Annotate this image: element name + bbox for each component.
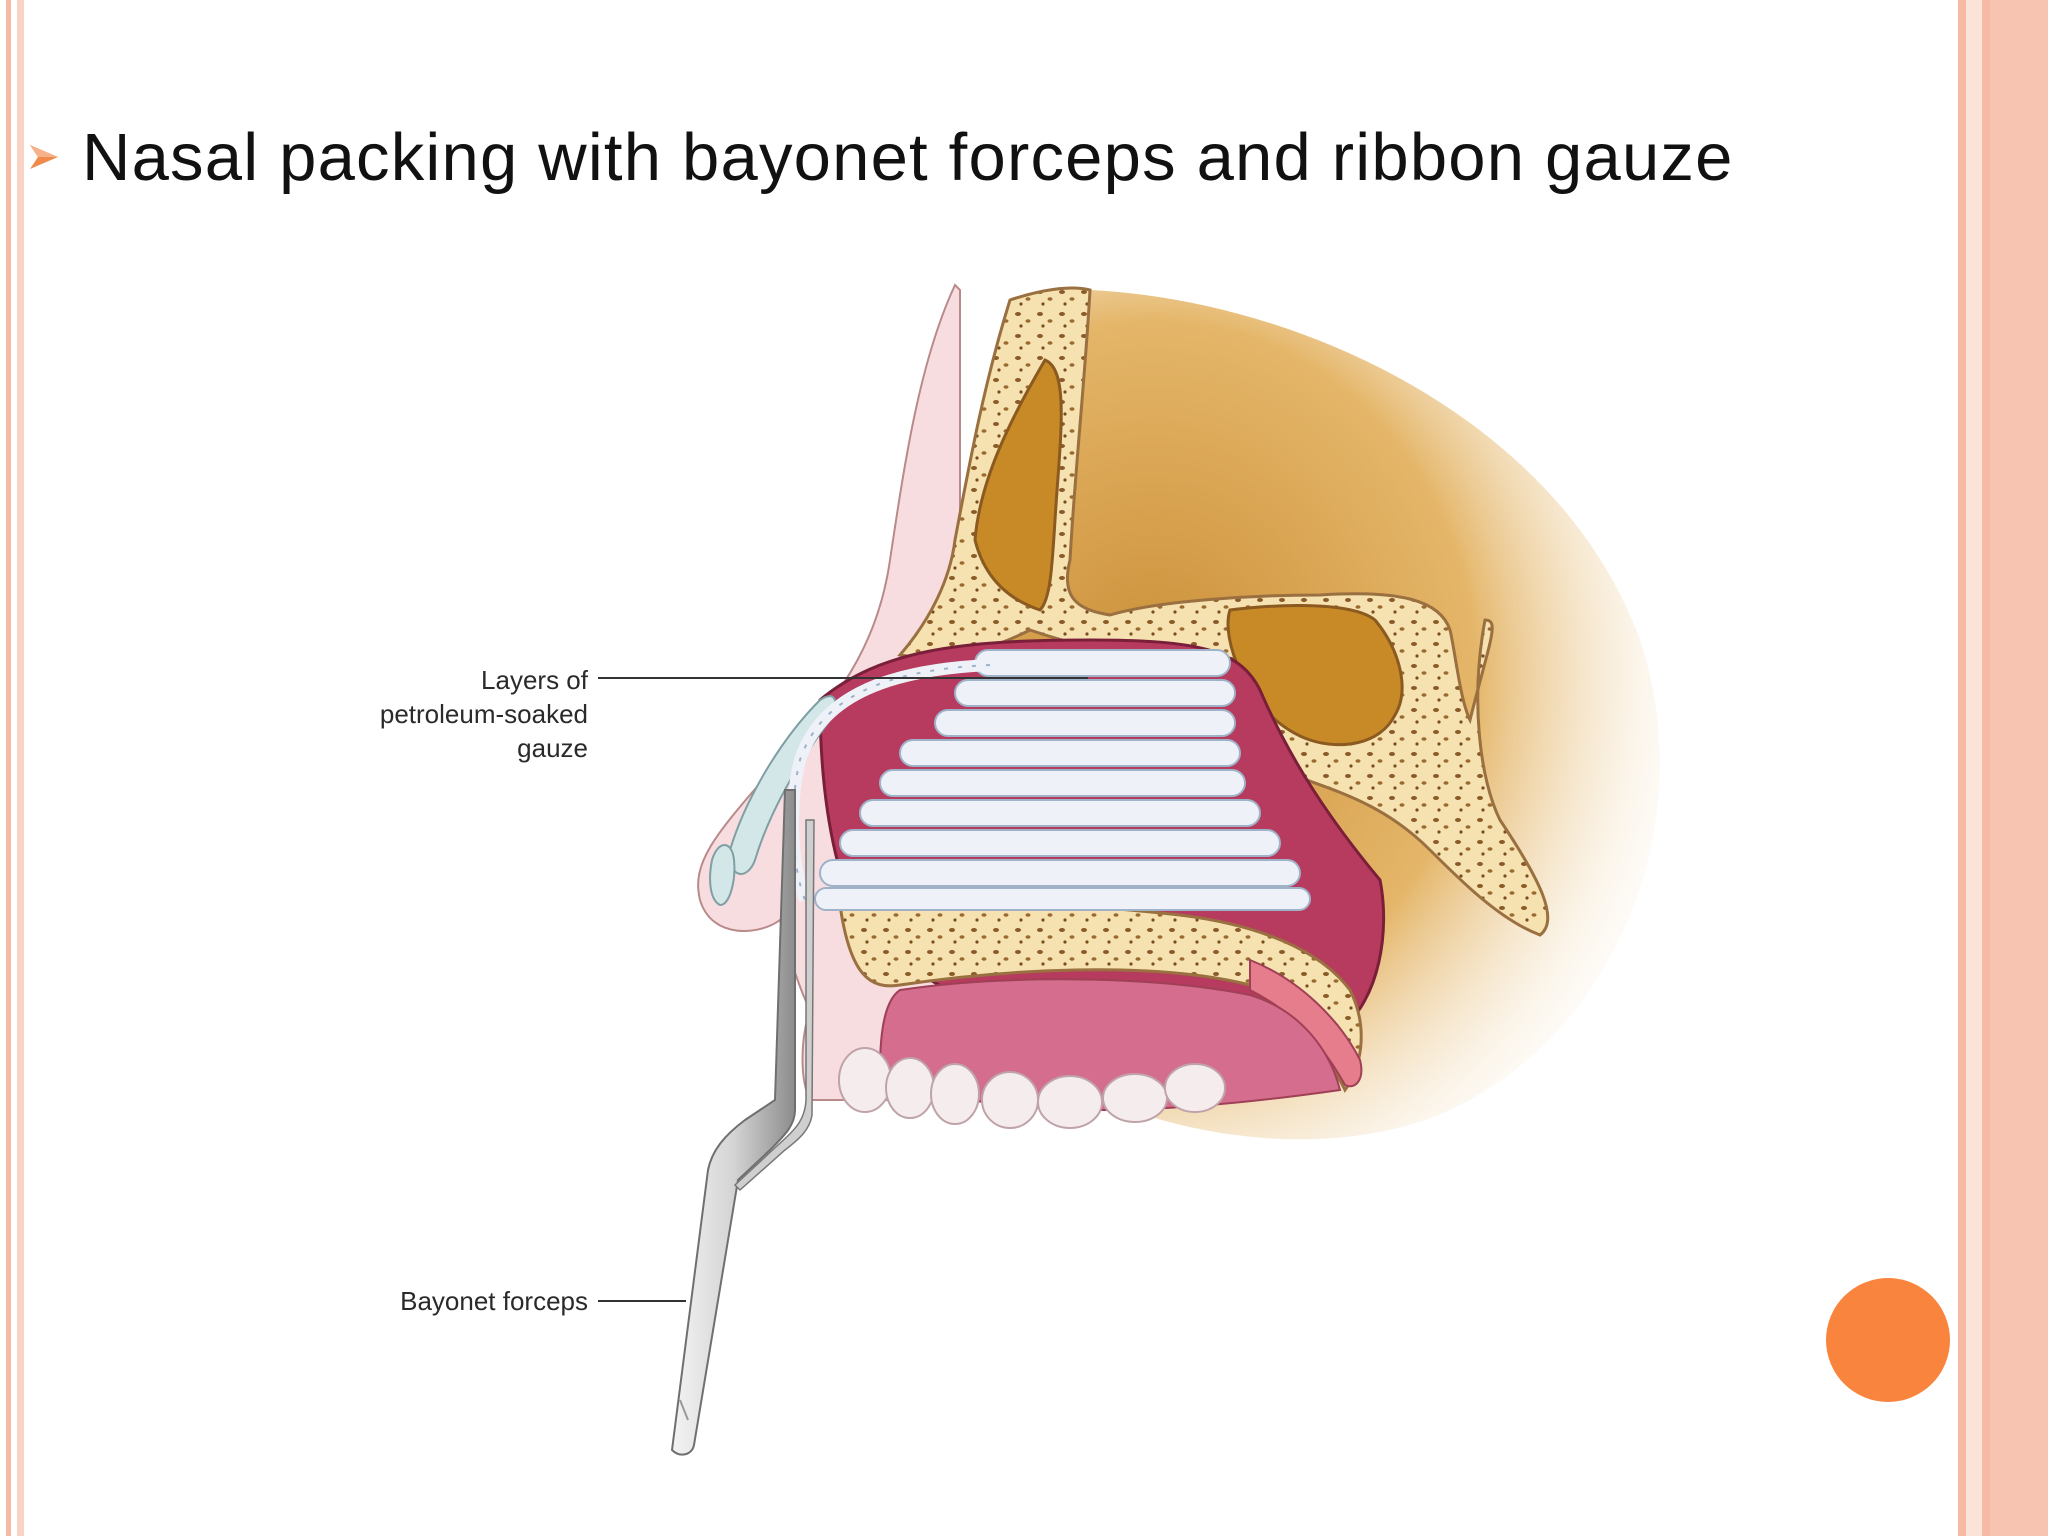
slide-title: Nasal packing with bayonet forceps and r… bbox=[82, 119, 1734, 195]
frontal-sinus bbox=[973, 358, 1063, 612]
slide-border-left-inner bbox=[17, 0, 24, 1536]
slide-border-right-stripe bbox=[1982, 0, 1990, 1536]
orange-circle-decoration bbox=[1826, 1278, 1950, 1402]
forceps-label: Bayonet forceps bbox=[400, 1286, 588, 1316]
slide-border-left-outer bbox=[6, 0, 11, 1536]
title-row: Nasal packing with bayonet forceps and r… bbox=[24, 112, 1734, 202]
gauze-label-line: Layers of bbox=[481, 665, 588, 695]
gauze-label: Layers of petroleum-soaked gauze bbox=[300, 663, 588, 765]
petroleum-gauze-layers bbox=[814, 649, 1311, 911]
gauze-label-line: gauze bbox=[517, 733, 588, 763]
bayonet-forceps bbox=[670, 789, 815, 1456]
slide-border-right-stripe bbox=[1966, 0, 1982, 1536]
gauze-label-line: petroleum-soaked bbox=[379, 699, 588, 729]
arrow-bullet-icon bbox=[30, 145, 58, 169]
slide-border-right-stripe bbox=[1958, 0, 1966, 1536]
alar-cartilage bbox=[709, 844, 736, 907]
slide-border-right-band bbox=[1990, 0, 2048, 1536]
upper-teeth bbox=[838, 1047, 1226, 1129]
